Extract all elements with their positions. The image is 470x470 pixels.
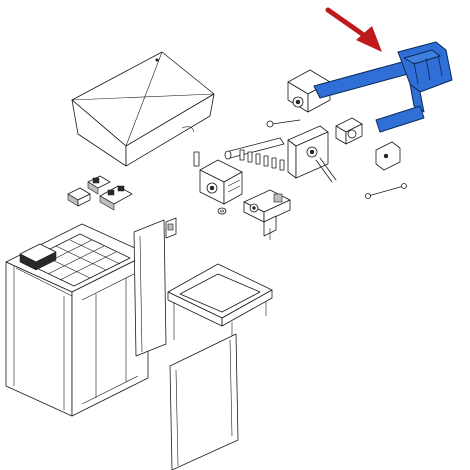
red-arrow-icon (325, 7, 382, 52)
gear-motor-unit[interactable] (193, 151, 243, 205)
linear-actuator[interactable] (243, 189, 291, 223)
terminal-block-3[interactable] (99, 185, 133, 211)
front-panel[interactable] (169, 333, 239, 470)
pivot-pin[interactable] (266, 119, 301, 128)
threaded-rod[interactable] (365, 183, 407, 199)
base-frame[interactable] (167, 263, 273, 350)
top-cover[interactable] (71, 51, 215, 167)
bracket-arm-highlighted[interactable] (313, 41, 453, 133)
end-plate[interactable] (375, 141, 401, 171)
terminal-block-1[interactable] (67, 187, 91, 207)
fuse-clips[interactable] (239, 149, 285, 171)
motor-shaft[interactable] (224, 137, 285, 160)
lever-assembly[interactable] (287, 125, 337, 183)
mounting-clip[interactable] (263, 215, 277, 240)
terminal-block-2[interactable] (87, 175, 111, 195)
bearing-block[interactable] (335, 117, 363, 145)
spacer-washer[interactable] (217, 207, 227, 215)
side-panel[interactable] (133, 219, 167, 357)
small-bracket[interactable] (165, 217, 177, 239)
control-box[interactable] (19, 243, 57, 271)
